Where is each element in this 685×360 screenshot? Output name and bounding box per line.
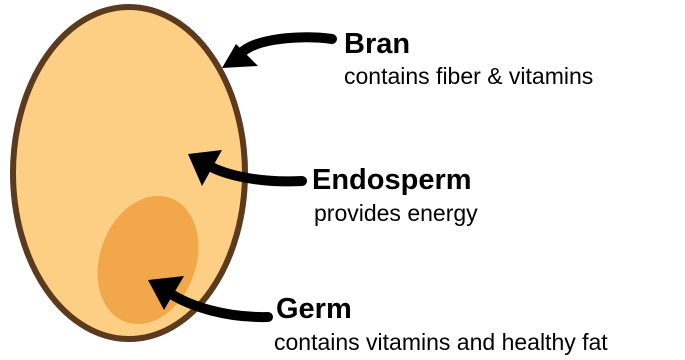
bran-arrow — [222, 37, 332, 68]
endosperm-title: Endosperm — [312, 164, 472, 196]
germ-description: contains vitamins and healthy fat — [274, 329, 608, 355]
bran-description: contains fiber & vitamins — [344, 63, 593, 89]
bran-title: Bran — [344, 28, 410, 60]
endosperm-description: provides energy — [314, 200, 478, 226]
germ-title: Germ — [276, 293, 352, 325]
